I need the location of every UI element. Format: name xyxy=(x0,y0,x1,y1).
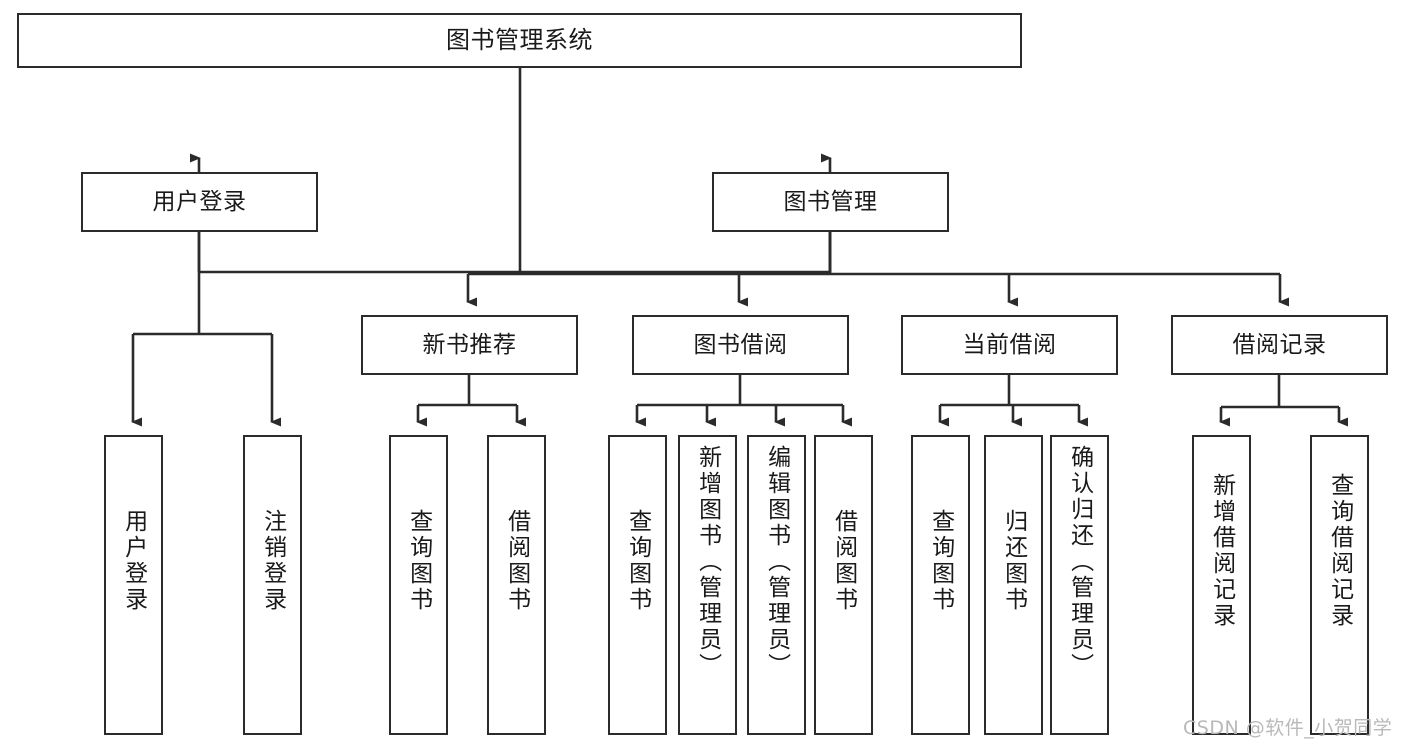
node-user-login[interactable]: 用户登录 xyxy=(81,172,318,232)
leaf-user-login[interactable]: 用户登录 xyxy=(104,435,163,735)
leaf-query-record-label: 查询借阅记录 xyxy=(1326,473,1353,629)
node-borrow-record[interactable]: 借阅记录 xyxy=(1171,315,1388,375)
leaf-query-book-recommend[interactable]: 查询图书 xyxy=(389,435,448,735)
leaf-return-book-label: 归还图书 xyxy=(1000,509,1027,613)
leaf-user-login-label: 用户登录 xyxy=(120,509,147,613)
node-book-manage[interactable]: 图书管理 xyxy=(712,172,949,232)
node-new-book-recommend[interactable]: 新书推荐 xyxy=(361,315,578,375)
leaf-query-book-borrow[interactable]: 查询图书 xyxy=(608,435,667,735)
csdn-watermark: CSDN @软件_小贺同学 xyxy=(1183,717,1393,739)
leaf-borrow-book-recommend-label: 借阅图书 xyxy=(503,509,530,613)
node-root[interactable]: 图书管理系统 xyxy=(17,13,1022,68)
node-book-borrow[interactable]: 图书借阅 xyxy=(632,315,849,375)
leaf-user-logout[interactable]: 注销登录 xyxy=(243,435,302,735)
leaf-query-book-current[interactable]: 查询图书 xyxy=(911,435,970,735)
leaf-edit-book[interactable]: 编辑图书（管理员） xyxy=(747,435,806,735)
leaf-add-record[interactable]: 新增借阅记录 xyxy=(1192,435,1251,735)
leaf-add-book[interactable]: 新增图书（管理员） xyxy=(678,435,737,735)
leaf-query-book-recommend-label: 查询图书 xyxy=(405,509,432,613)
leaf-add-record-label: 新增借阅记录 xyxy=(1208,473,1235,629)
leaf-add-book-label: 新增图书（管理员） xyxy=(694,445,721,679)
leaf-user-logout-label: 注销登录 xyxy=(259,509,286,613)
leaf-query-book-borrow-label: 查询图书 xyxy=(624,509,651,613)
leaf-return-book[interactable]: 归还图书 xyxy=(984,435,1043,735)
node-book-manage-label: 图书管理 xyxy=(783,188,878,215)
leaf-query-book-current-label: 查询图书 xyxy=(927,509,954,613)
node-current-borrow-label: 当前借阅 xyxy=(962,331,1057,358)
leaf-confirm-return[interactable]: 确认归还（管理员） xyxy=(1050,435,1109,735)
leaf-borrow-book-recommend[interactable]: 借阅图书 xyxy=(487,435,546,735)
node-book-borrow-label: 图书借阅 xyxy=(693,331,788,358)
node-borrow-record-label: 借阅记录 xyxy=(1232,331,1327,358)
leaf-confirm-return-label: 确认归还（管理员） xyxy=(1066,445,1093,679)
node-current-borrow[interactable]: 当前借阅 xyxy=(901,315,1118,375)
leaf-query-record[interactable]: 查询借阅记录 xyxy=(1310,435,1369,735)
node-new-book-recommend-label: 新书推荐 xyxy=(422,331,517,358)
node-user-login-label: 用户登录 xyxy=(152,188,247,215)
leaf-borrow-book[interactable]: 借阅图书 xyxy=(814,435,873,735)
leaf-edit-book-label: 编辑图书（管理员） xyxy=(763,445,790,679)
node-root-label: 图书管理系统 xyxy=(446,25,593,54)
leaf-borrow-book-label: 借阅图书 xyxy=(830,509,857,613)
